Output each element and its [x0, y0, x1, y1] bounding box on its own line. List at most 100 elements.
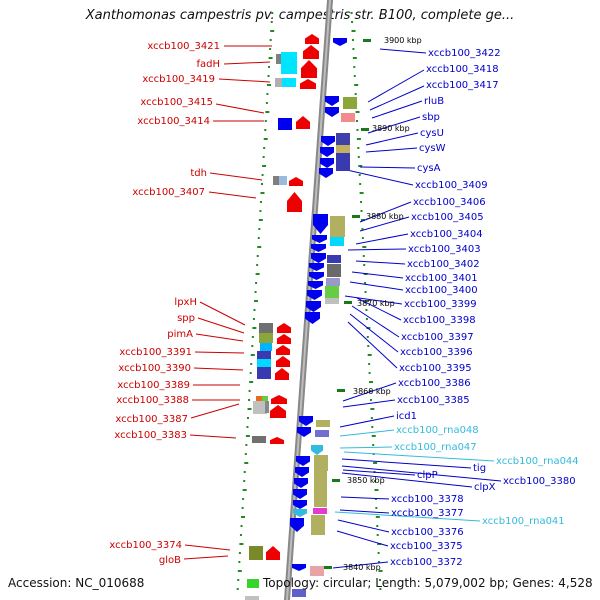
gene-label-xccb100-3399[interactable]: xccb100_3399	[404, 299, 477, 310]
gene-label-xccb100-3386[interactable]: xccb100_3386	[398, 378, 471, 389]
leader-line	[342, 382, 397, 402]
tick-mark	[260, 192, 265, 194]
tick-mark	[249, 381, 254, 383]
gene-label-xccb100-3415[interactable]: xccb100_3415	[140, 97, 213, 108]
tick-mark	[264, 129, 267, 131]
gene-labels[interactable]: xccb100_3421 fadH xccb100_3419 xccb100_3415…	[109, 41, 578, 568]
gene-label-xccb100-3376[interactable]: xccb100_3376	[391, 527, 464, 538]
gene-label-xccb100-3396[interactable]: xccb100_3396	[400, 347, 473, 358]
leader-line	[339, 415, 395, 428]
gene-label-xccb100-3391[interactable]: xccb100_3391	[119, 347, 192, 358]
leader-line	[347, 321, 398, 369]
gene-block	[257, 359, 271, 367]
tick-mark	[238, 552, 241, 554]
gene-label-xccb100-3406[interactable]: xccb100_3406	[413, 197, 486, 208]
reverse-gene-arrow	[311, 253, 326, 263]
tick-mark	[367, 354, 372, 356]
gene-label-xccb100-rna048[interactable]: xccb100_rna048	[396, 425, 479, 436]
gene-label-xccb100-3421[interactable]: xccb100_3421	[147, 41, 220, 52]
gene-label-xccb100-3380[interactable]: xccb100_3380	[503, 476, 576, 487]
kbp-tick	[363, 39, 371, 42]
gene-label-lpxh[interactable]: lpxH	[174, 297, 197, 308]
gene-label-xccb100-3377[interactable]: xccb100_3377	[391, 508, 464, 519]
leader-line	[369, 85, 425, 111]
reverse-gene-arrow	[305, 312, 320, 324]
tick-mark	[262, 165, 267, 167]
gene-label-tig[interactable]: tig	[473, 463, 486, 474]
gene-label-xccb100-3419[interactable]: xccb100_3419	[142, 74, 215, 85]
gene-label-xccb100-3407[interactable]: xccb100_3407	[132, 187, 205, 198]
leader-line	[359, 166, 416, 169]
tick-mark	[265, 102, 268, 104]
gene-label-xccb100-3409[interactable]: xccb100_3409	[415, 180, 488, 191]
gene-label-xccb100-3385[interactable]: xccb100_3385	[397, 395, 470, 406]
tick-mark	[242, 489, 247, 491]
tick-mark	[374, 489, 379, 491]
gene-label-xccb100-3388[interactable]: xccb100_3388	[116, 395, 189, 406]
gene-label-xccb100-rna047[interactable]: xccb100_rna047	[394, 442, 477, 453]
tick-mark	[268, 66, 271, 68]
leader-line	[223, 61, 271, 65]
gene-label-glob[interactable]: gloB	[159, 555, 181, 566]
leader-line	[355, 260, 406, 265]
gene-label-fadh[interactable]: fadH	[196, 59, 220, 70]
tick-mark	[359, 192, 364, 194]
tick-mark	[353, 66, 356, 68]
gene-label-xccb100-3398[interactable]: xccb100_3398	[403, 315, 476, 326]
gene-label-tdh[interactable]: tdh	[190, 168, 207, 179]
tick-mark	[377, 543, 382, 545]
tick-mark	[241, 516, 246, 518]
gene-label-clpp[interactable]: clpP	[417, 470, 438, 481]
tick-mark	[267, 75, 270, 77]
gene-label-xccb100-3417[interactable]: xccb100_3417	[426, 80, 499, 91]
gene-label-xccb100-3383[interactable]: xccb100_3383	[114, 430, 187, 441]
genome-stats: Topology: circular; Length: 5,079,002 bp…	[263, 576, 593, 590]
tick-mark	[255, 273, 260, 275]
gene-label-xccb100-3418[interactable]: xccb100_3418	[426, 64, 499, 75]
forward-gene-arrow	[277, 323, 291, 333]
gene-block	[336, 145, 350, 153]
gene-label-cysu[interactable]: cysU	[420, 128, 444, 139]
tick-mark	[247, 408, 252, 410]
gene-label-clpx[interactable]: clpX	[474, 482, 496, 493]
tick-mark	[254, 291, 257, 293]
reverse-gene-arrow	[309, 263, 324, 271]
gene-block	[341, 113, 355, 122]
gene-label-xccb100-3405[interactable]: xccb100_3405	[411, 212, 484, 223]
gene-label-xccb100-3378[interactable]: xccb100_3378	[391, 494, 464, 505]
tick-mark	[374, 498, 377, 500]
gene-label-xccb100-3414[interactable]: xccb100_3414	[137, 116, 210, 127]
reverse-gene-arrow	[319, 168, 333, 178]
tick-mark	[358, 165, 363, 167]
gene-label-pima[interactable]: pimA	[167, 329, 193, 340]
gene-label-xccb100-3397[interactable]: xccb100_3397	[401, 332, 474, 343]
gene-block	[325, 298, 339, 304]
gene-label-xccb100-3375[interactable]: xccb100_3375	[390, 541, 463, 552]
gene-label-xccb100-rna041[interactable]: xccb100_rna041	[482, 516, 565, 527]
gene-label-xccb100-3422[interactable]: xccb100_3422	[428, 48, 501, 59]
gene-label-icd1[interactable]: icd1	[396, 411, 417, 422]
gene-label-xccb100-3374[interactable]: xccb100_3374	[109, 540, 182, 551]
gene-label-xccb100-3401[interactable]: xccb100_3401	[405, 273, 478, 284]
forward-gene-arrow	[275, 368, 289, 380]
gene-label-cysa[interactable]: cysA	[417, 163, 441, 174]
reverse-gene-arrow	[299, 416, 313, 426]
gene-label-xccb100-rna044[interactable]: xccb100_rna044	[496, 456, 579, 467]
tick-mark	[256, 255, 259, 257]
gene-block	[330, 216, 345, 237]
gene-label-xccb100-3402[interactable]: xccb100_3402	[407, 259, 480, 270]
gene-label-xccb100-3387[interactable]: xccb100_3387	[115, 414, 188, 425]
gene-label-sbp[interactable]: sbp	[422, 112, 440, 123]
tick-mark	[261, 174, 264, 176]
tick-mark	[259, 201, 262, 203]
gene-label-xccb100-3390[interactable]: xccb100_3390	[118, 363, 191, 374]
gene-label-xccb100-3404[interactable]: xccb100_3404	[410, 229, 483, 240]
gene-label-xccb100-3403[interactable]: xccb100_3403	[408, 244, 481, 255]
gene-label-rlub[interactable]: rluB	[424, 96, 444, 107]
gene-label-cysw[interactable]: cysW	[419, 143, 446, 154]
gene-label-xccb100-3389[interactable]: xccb100_3389	[117, 380, 190, 391]
gene-label-xccb100-3400[interactable]: xccb100_3400	[405, 285, 478, 296]
gene-label-spp[interactable]: spp	[177, 313, 195, 324]
gene-label-xccb100-3372[interactable]: xccb100_3372	[390, 557, 463, 568]
gene-label-xccb100-3395[interactable]: xccb100_3395	[399, 363, 472, 374]
